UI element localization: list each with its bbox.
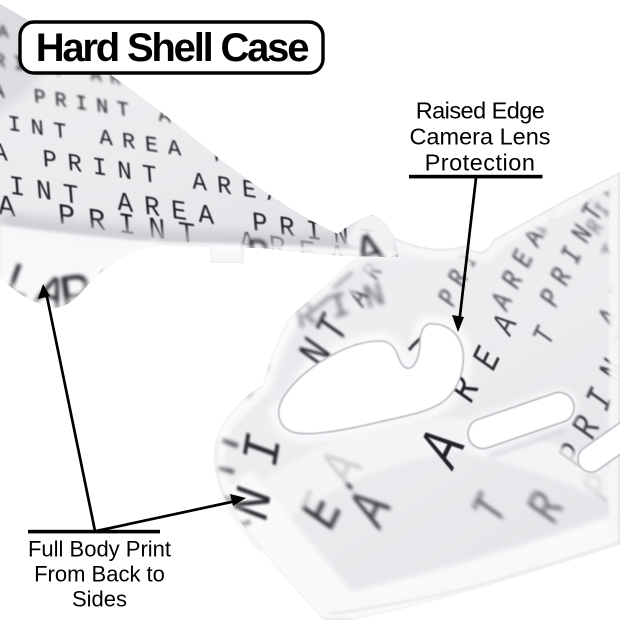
svg-text:Full Body Print: Full Body Print (28, 537, 171, 562)
svg-text:Raised Edge: Raised Edge (416, 98, 545, 124)
svg-text:Protection: Protection (425, 150, 536, 176)
svg-text:Camera Lens: Camera Lens (409, 124, 550, 150)
svg-text:From Back to: From Back to (34, 562, 165, 587)
svg-text:Sides: Sides (72, 587, 127, 612)
svg-text:Hard Shell Case: Hard Shell Case (36, 26, 309, 70)
